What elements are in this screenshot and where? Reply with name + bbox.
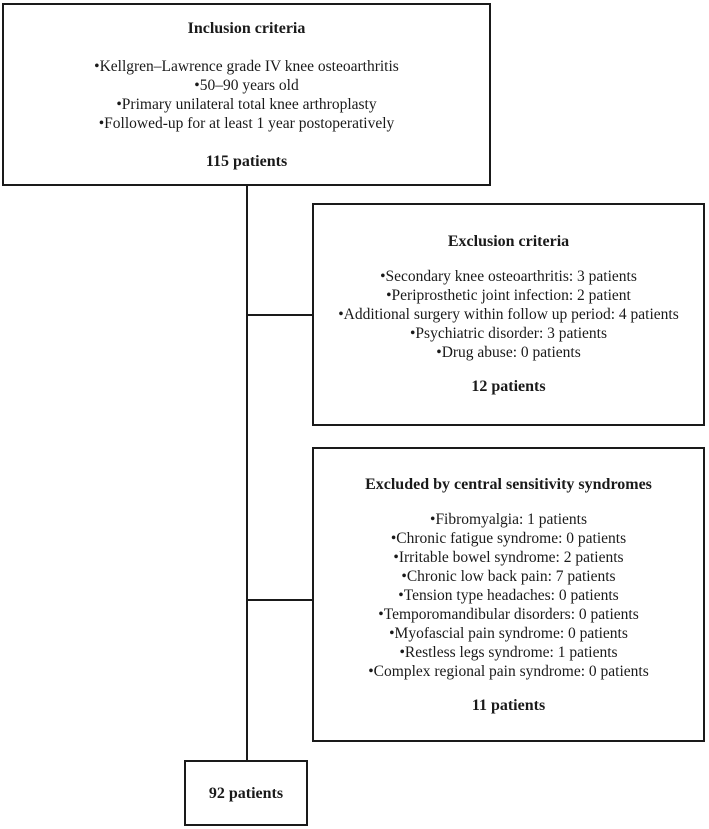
bullet-item: Chronic low back pain: 7 patients [368, 567, 649, 586]
bullet-item: Restless legs syndrome: 1 patients [368, 643, 649, 662]
connector-to-exclusion-box [247, 314, 312, 316]
connector-vertical-line [246, 186, 248, 761]
final-patient-count: 92 patients [208, 784, 284, 802]
central-sensitivity-exclusion-box: Excluded by central sensitivity syndrome… [312, 447, 705, 742]
central-sensitivity-patient-count: 11 patients [471, 697, 546, 714]
bullet-item: Periprosthetic joint infection: 2 patien… [338, 286, 679, 305]
bullet-item: Myofascial pain syndrome: 0 patients [368, 624, 649, 643]
exclusion-patient-count: 12 patients [471, 378, 546, 395]
central-sensitivity-title: Excluded by central sensitivity syndrome… [365, 476, 652, 493]
bullet-item: Secondary knee osteoarthritis: 3 patient… [338, 267, 679, 286]
bullet-item: Followed-up for at least 1 year postoper… [94, 114, 399, 133]
bullet-item: Psychiatric disorder: 3 patients [338, 324, 679, 343]
bullet-item: Primary unilateral total knee arthroplas… [94, 95, 399, 114]
bullet-item: Chronic fatigue syndrome: 0 patients [368, 529, 649, 548]
bullet-item: Irritable bowel syndrome: 2 patients [368, 548, 649, 567]
inclusion-criteria-list: Kellgren–Lawrence grade IV knee osteoart… [94, 57, 399, 133]
bullet-item: Drug abuse: 0 patients [338, 343, 679, 362]
bullet-item: Fibromyalgia: 1 patients [368, 510, 649, 529]
exclusion-criteria-box: Exclusion criteria Secondary knee osteoa… [312, 203, 705, 426]
exclusion-criteria-title: Exclusion criteria [447, 233, 570, 250]
exclusion-criteria-list: Secondary knee osteoarthritis: 3 patient… [338, 267, 679, 362]
bullet-item: Additional surgery within follow up peri… [338, 305, 679, 324]
bullet-item: Temporomandibular disorders: 0 patients [368, 605, 649, 624]
inclusion-criteria-box: Inclusion criteria Kellgren–Lawrence gra… [2, 3, 491, 186]
connector-to-css-exclusion-box [247, 599, 312, 601]
inclusion-patient-count: 115 patients [205, 153, 288, 170]
bullet-item: Kellgren–Lawrence grade IV knee osteoart… [94, 57, 399, 76]
bullet-item: Complex regional pain syndrome: 0 patien… [368, 662, 649, 681]
inclusion-criteria-title: Inclusion criteria [187, 20, 306, 37]
final-cohort-box: 92 patients [184, 760, 308, 826]
central-sensitivity-list: Fibromyalgia: 1 patientsChronic fatigue … [368, 510, 649, 681]
bullet-item: 50–90 years old [94, 76, 399, 95]
bullet-item: Tension type headaches: 0 patients [368, 586, 649, 605]
